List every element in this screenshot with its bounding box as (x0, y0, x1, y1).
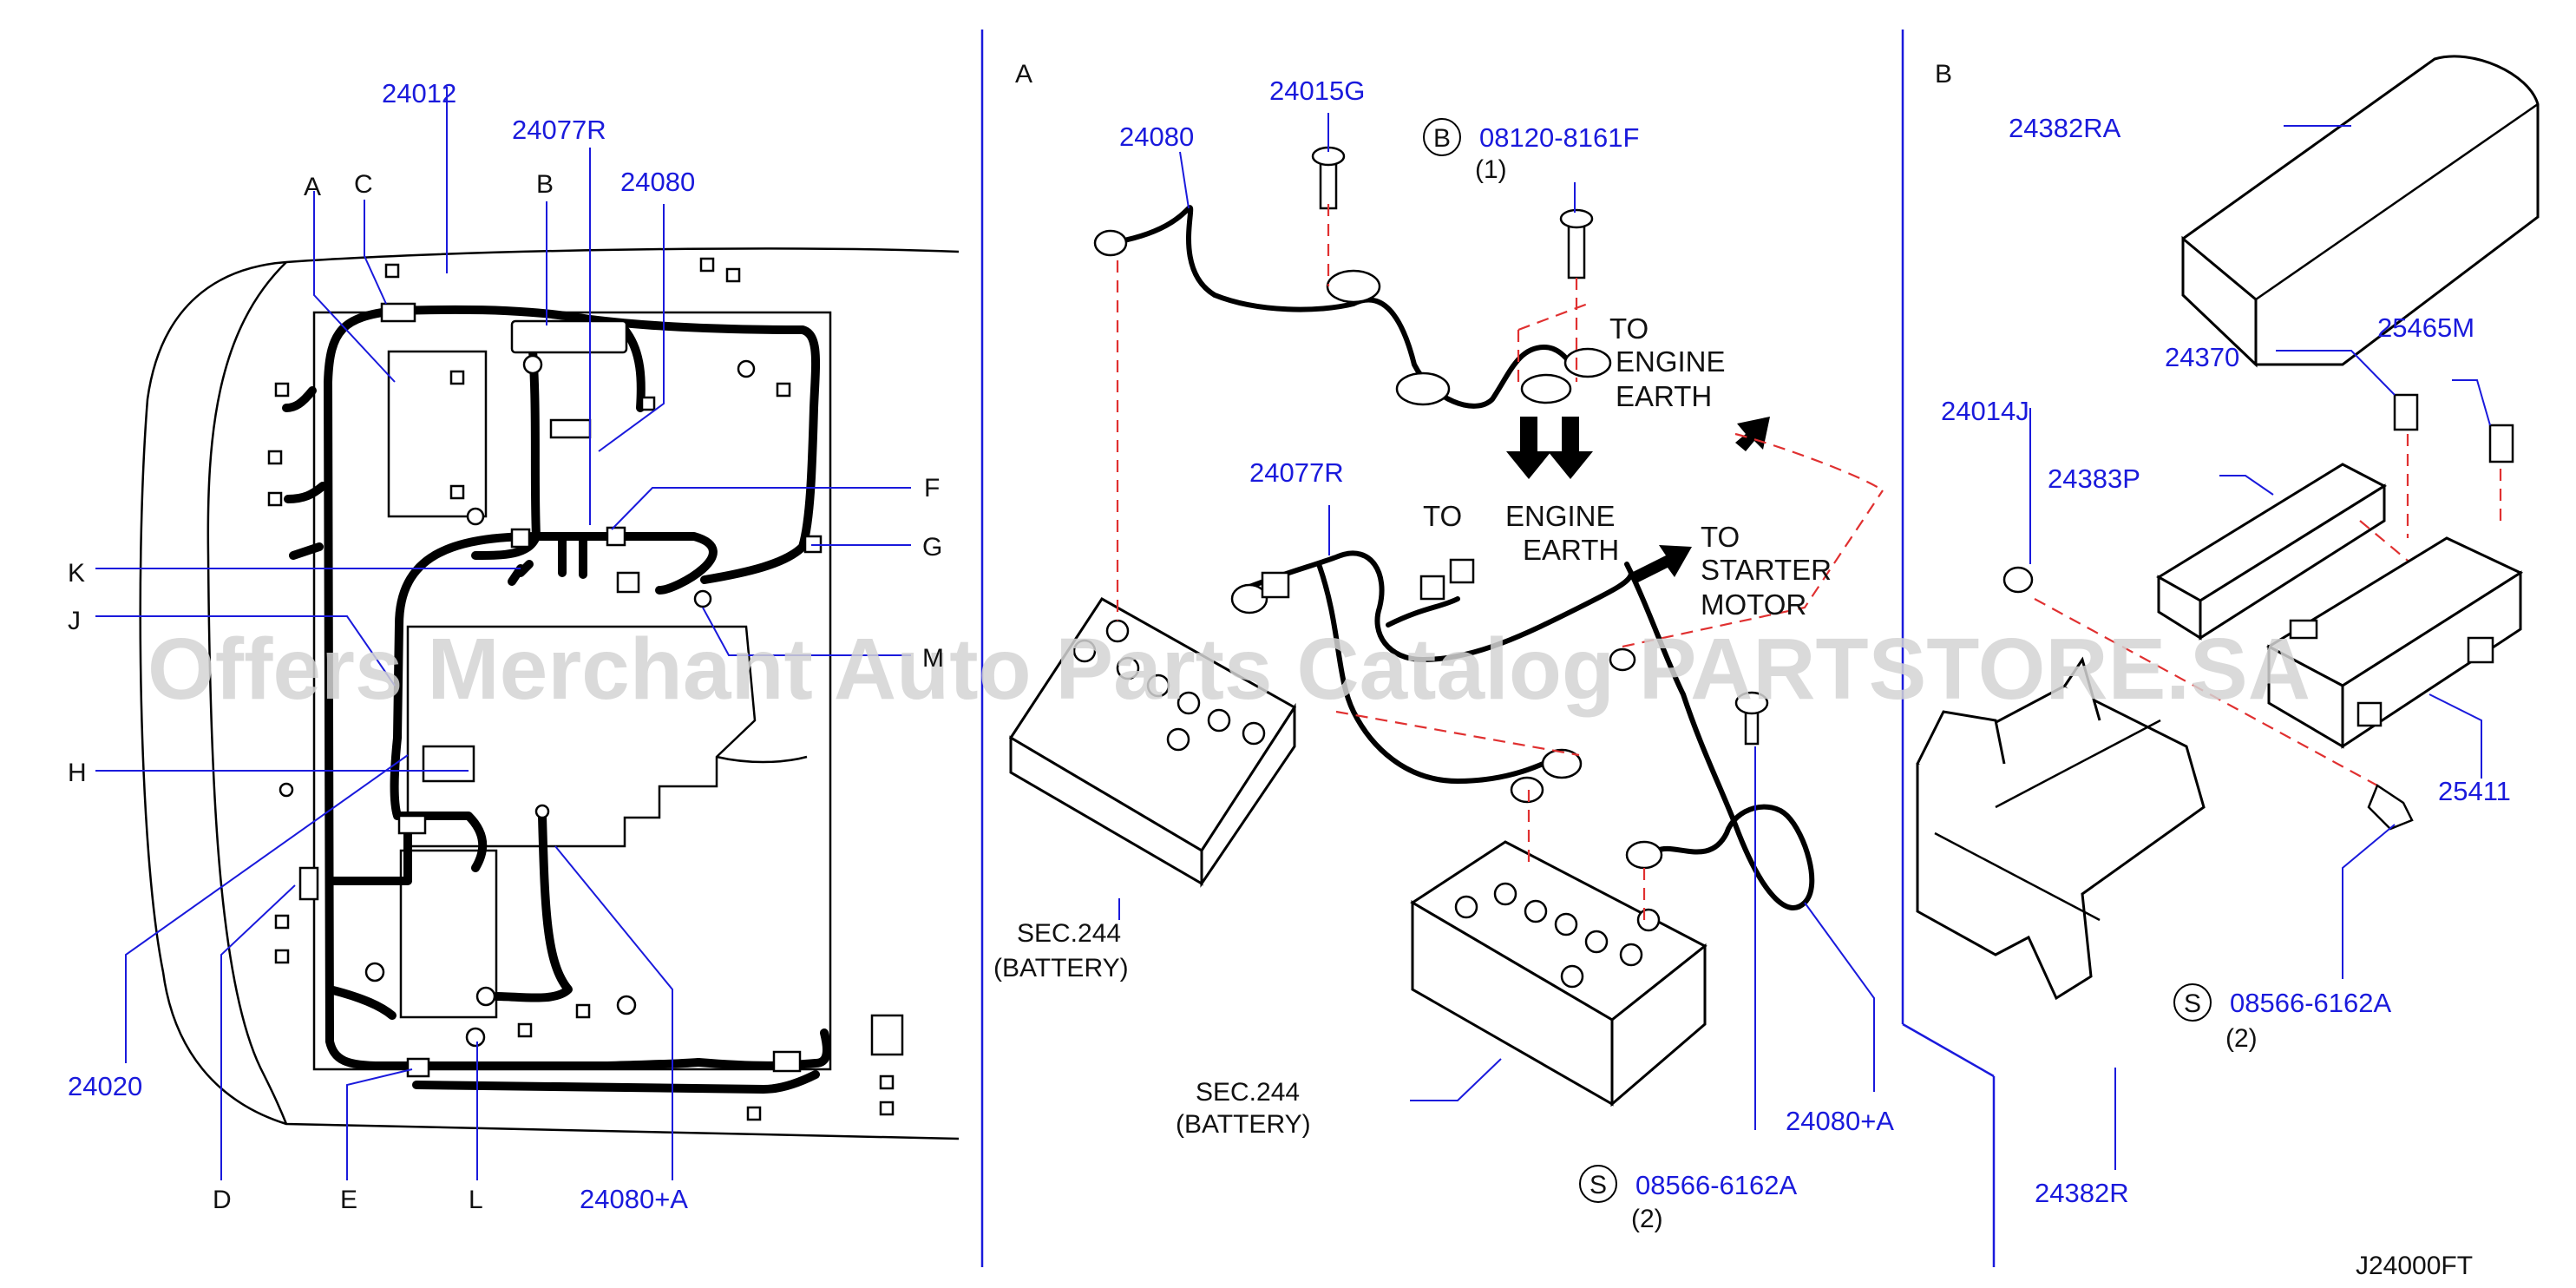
to-starter-line1: TO (1701, 521, 1740, 553)
label-24080-a-a: 24080+A (1786, 1106, 1894, 1136)
to-engine-earth-2-to: TO (1423, 500, 1462, 532)
label-24370: 24370 (2165, 342, 2239, 372)
label-24382ra: 24382RA (2009, 113, 2121, 143)
view-b-title: B (1935, 60, 1952, 89)
label-24015g: 24015G (1269, 76, 1365, 106)
screw-s-qty-a: (2) (1631, 1205, 1663, 1233)
letter-b: B (536, 170, 554, 199)
to-engine-earth-2-line2: EARTH (1523, 534, 1619, 566)
label-25465m: 25465M (2377, 312, 2474, 343)
label-24080-a-left: 24080+A (580, 1184, 688, 1214)
screw-s-symbol-b: S (2184, 989, 2201, 1018)
letter-e: E (340, 1186, 357, 1214)
arrow-engine-earth-2 (1548, 417, 1593, 479)
label-24012: 24012 (382, 78, 456, 108)
letter-c: C (354, 170, 373, 199)
bolt-b-symbol: B (1433, 124, 1451, 153)
battery-2 (1410, 840, 1708, 1107)
diagram-id: J24000FT (2356, 1252, 2473, 1280)
label-24383p: 24383P (2048, 463, 2140, 494)
label-24382r: 24382R (2035, 1178, 2129, 1208)
label-25411: 25411 (2438, 776, 2511, 806)
to-engine-earth-2-line1: ENGINE (1505, 500, 1616, 532)
screw-s-number-b: 08566-6162A (2230, 988, 2391, 1018)
view-a-title: A (1015, 60, 1032, 89)
screw-s-symbol-a: S (1590, 1171, 1607, 1199)
left-leaders (95, 87, 911, 1180)
watermark: Offers Merchant Auto Parts Catalog PARTS… (147, 621, 2311, 718)
battery-1 (1008, 597, 1297, 888)
battery-2-sec: SEC.244 (1196, 1078, 1300, 1107)
letter-l: L (469, 1186, 483, 1214)
to-starter-line3: MOTOR (1701, 588, 1806, 621)
screw-s-qty-b: (2) (2225, 1024, 2258, 1053)
to-engine-earth-1-line3: EARTH (1616, 380, 1712, 412)
label-24077r-a: 24077R (1249, 457, 1344, 488)
to-starter-line2: STARTER (1701, 554, 1832, 586)
to-engine-earth-1-line2: ENGINE (1616, 345, 1726, 378)
label-24080-a: 24080 (1119, 122, 1194, 152)
letter-m: M (922, 644, 944, 673)
arrow-starter (1631, 545, 1692, 583)
label-24020: 24020 (68, 1071, 142, 1101)
label-24014j: 24014J (1941, 396, 2029, 426)
arrow-to-view-b (1735, 417, 1770, 451)
battery-2-name: (BATTERY) (1176, 1110, 1311, 1139)
letter-d: D (213, 1186, 232, 1214)
view-a-battery (1008, 113, 1884, 1203)
arrow-engine-earth-1 (1506, 417, 1551, 479)
bolt-b-qty: (1) (1475, 155, 1507, 184)
screw-s-number-a: 08566-6162A (1635, 1170, 1797, 1200)
letter-g: G (922, 533, 942, 562)
bolt-b-number: 08120-8161F (1479, 122, 1639, 153)
letter-h: H (68, 759, 87, 787)
view-b-fuse-box (1916, 55, 2540, 1170)
label-24077r: 24077R (512, 115, 606, 145)
label-24080: 24080 (620, 167, 695, 197)
to-engine-earth-1-line1: TO (1609, 312, 1649, 345)
battery-1-name: (BATTERY) (993, 954, 1129, 982)
battery-1-sec: SEC.244 (1017, 919, 1121, 948)
letter-k: K (68, 559, 85, 588)
letter-f: F (924, 474, 940, 503)
letter-j: J (68, 607, 81, 635)
letter-a: A (304, 173, 321, 201)
